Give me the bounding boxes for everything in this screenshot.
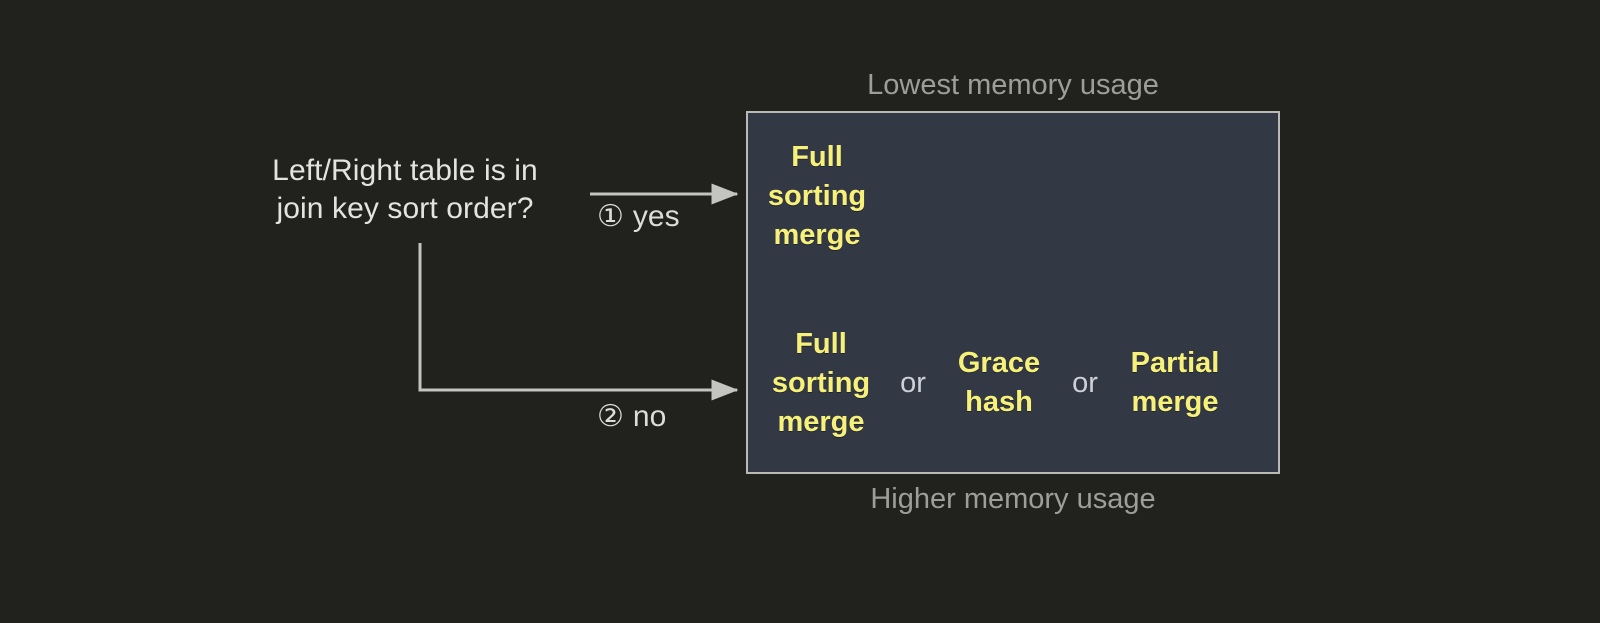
arrow-branch-no — [418, 243, 739, 401]
separator-or-2: or — [1072, 367, 1098, 399]
strategy-full-sorting-merge-bottom: Full sorting merge — [771, 327, 871, 438]
outcome-row-unsorted: Full sorting merge or Grace hash or Part… — [748, 318, 1278, 448]
outcome-panel: Full sorting merge Full sorting merge or… — [746, 111, 1280, 474]
branch-text-2: no — [632, 400, 667, 433]
branch-marker-2: ② — [597, 400, 624, 433]
separator-or-1: or — [900, 367, 926, 399]
outcome-row-sorted: Full sorting merge — [748, 131, 1278, 261]
caption-lowest-memory-usage: Lowest memory usage — [867, 69, 1159, 101]
branch-marker-1: ① — [597, 200, 624, 233]
decision-question: Left/Right table is in join key sort ord… — [272, 154, 538, 225]
branch-text-1: yes — [632, 200, 680, 233]
strategy-partial-merge: Partial merge — [1130, 347, 1220, 418]
strategy-full-sorting-merge-top: Full sorting merge — [767, 140, 867, 251]
caption-higher-memory-usage: Higher memory usage — [870, 483, 1156, 515]
strategy-grace-hash: Grace hash — [957, 347, 1041, 418]
